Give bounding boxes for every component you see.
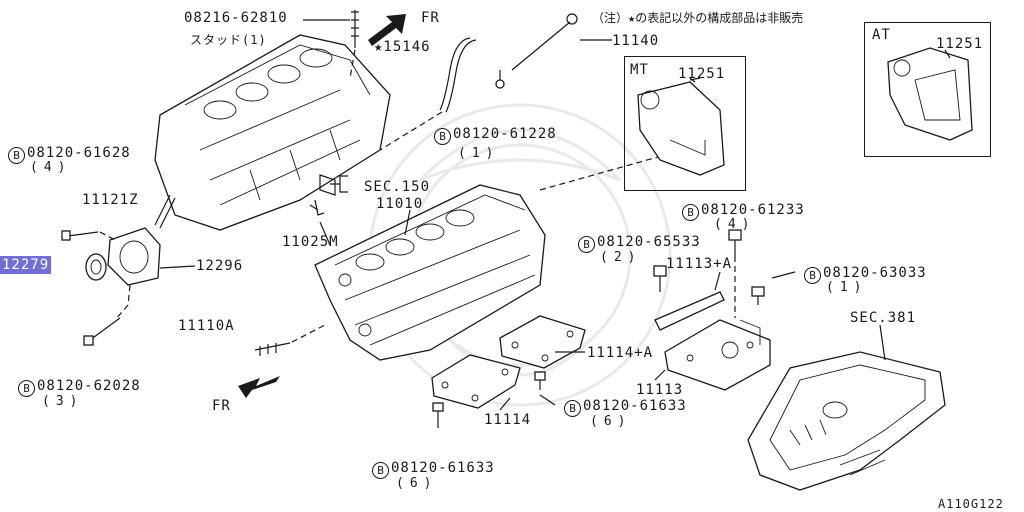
qty-65533: (2) bbox=[600, 250, 642, 265]
engine-block-upper bbox=[154, 34, 391, 231]
label-sec150[interactable]: SEC.150 bbox=[364, 179, 431, 195]
bolt-mark-icon: B bbox=[8, 147, 25, 164]
qty-61228: (1) bbox=[458, 146, 500, 161]
fr-label-bottom: FR bbox=[212, 398, 231, 414]
bolt-mark-icon: B bbox=[804, 267, 821, 284]
baffle-plate-11114 bbox=[431, 354, 521, 409]
rear-oil-seal bbox=[85, 253, 107, 281]
qty-61233: (4) bbox=[714, 217, 756, 232]
sensor-fitting bbox=[314, 174, 336, 216]
at-rear-plate bbox=[887, 47, 973, 141]
label-11114[interactable]: 11114 bbox=[484, 412, 532, 428]
label-at-11251[interactable]: 11251 bbox=[936, 36, 984, 52]
label-11140[interactable]: 11140 bbox=[612, 33, 660, 49]
rear-seal-retainer bbox=[107, 227, 161, 286]
watermark-emblem bbox=[368, 103, 672, 407]
bolt-mark-icon: B bbox=[372, 462, 389, 479]
label-11113[interactable]: 11113 bbox=[636, 382, 684, 398]
at-box bbox=[864, 22, 991, 157]
label-15146[interactable]: ★15146 bbox=[374, 39, 431, 55]
figure-code: A110G122 bbox=[938, 497, 1004, 511]
label-11025m[interactable]: 11025M bbox=[282, 234, 339, 250]
label-11010[interactable]: 11010 bbox=[376, 196, 424, 212]
label-12296[interactable]: 12296 bbox=[196, 258, 244, 274]
label-11113a[interactable]: 11113+A bbox=[666, 256, 733, 272]
label-11110a[interactable]: 11110A bbox=[178, 318, 235, 334]
label-11121z[interactable]: 11121Z bbox=[82, 192, 139, 208]
fr-label-top: FR bbox=[421, 10, 440, 26]
stud-08216 bbox=[351, 10, 359, 48]
mt-rear-plate bbox=[637, 81, 725, 176]
label-mt: MT bbox=[630, 62, 649, 78]
bolt-mark-icon: B bbox=[18, 380, 35, 397]
qty-61633-bottom: (6) bbox=[396, 476, 438, 491]
qty-63033: (1) bbox=[826, 280, 868, 295]
dipstick bbox=[511, 21, 571, 71]
label-08216-62810[interactable]: 08216-62810 bbox=[184, 10, 288, 26]
baffle-plate-11114a bbox=[499, 315, 586, 369]
qty-62028: (3) bbox=[42, 394, 84, 409]
dipstick-tube bbox=[439, 37, 477, 113]
qty-61633-right: (6) bbox=[590, 414, 632, 429]
bolt-mark-icon: B bbox=[682, 204, 699, 221]
label-12279[interactable]: 12279 bbox=[0, 256, 52, 274]
bolt-mark-icon: B bbox=[578, 236, 595, 253]
bolt-mark-icon: B bbox=[564, 400, 581, 417]
engine-block-main bbox=[314, 184, 546, 361]
label-stud: スタッド(1) bbox=[190, 33, 267, 47]
note-text: （注）★の表記以外の構成部品は非販売 bbox=[592, 11, 804, 25]
mt-box bbox=[624, 56, 746, 191]
oil-pan bbox=[747, 351, 946, 491]
bolt-mark-icon: B bbox=[434, 128, 451, 145]
label-11114a[interactable]: 11114+A bbox=[587, 345, 654, 361]
label-at: AT bbox=[872, 27, 891, 43]
fr-arrow-bottom bbox=[238, 376, 280, 398]
ladder-frame-11113 bbox=[664, 319, 771, 391]
fr-arrow-top bbox=[368, 14, 406, 46]
label-sec381[interactable]: SEC.381 bbox=[850, 310, 917, 326]
qty-61628: (4) bbox=[30, 160, 72, 175]
ladder-strip-11113a bbox=[654, 291, 725, 331]
label-mt-11251[interactable]: 11251 bbox=[678, 66, 726, 82]
